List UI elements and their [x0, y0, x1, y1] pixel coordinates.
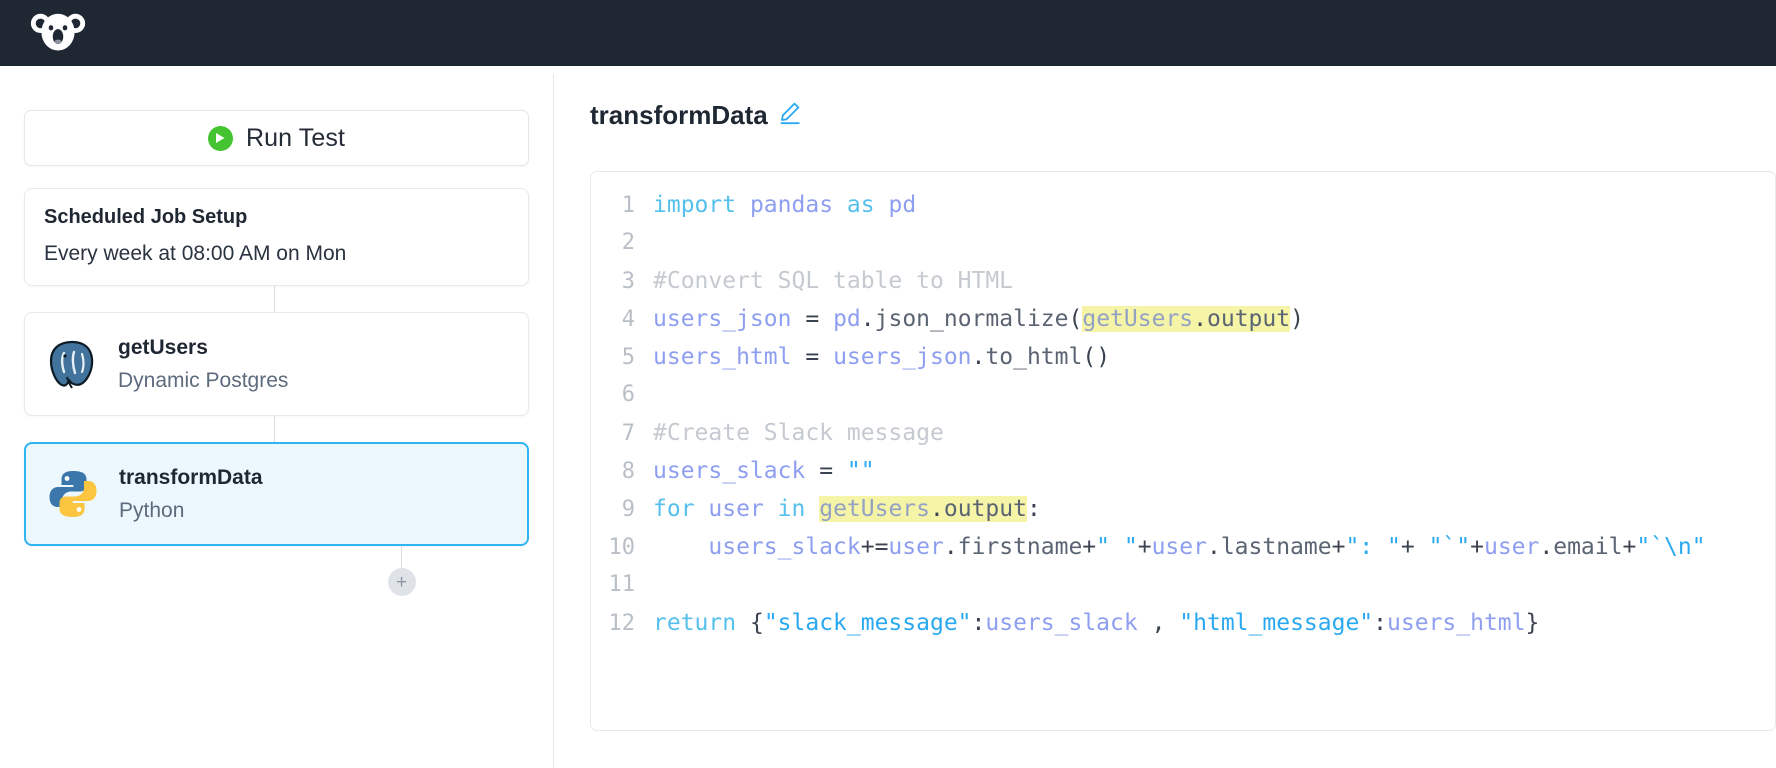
code-line: 11: [591, 572, 1775, 610]
node-type: Python: [119, 498, 185, 522]
line-number: 9: [621, 497, 635, 522]
workflow-node-transformdata[interactable]: transformData Python: [24, 442, 529, 546]
node-name: getUsers: [118, 335, 208, 359]
code-line: 8 users_slack = "": [591, 458, 1775, 496]
code-line: 12 return {"slack_message":users_slack ,…: [591, 610, 1775, 648]
code-line: 4 users_json = pd.json_normalize(getUser…: [591, 306, 1775, 344]
scheduled-job-card[interactable]: Scheduled Job Setup Every week at 08:00 …: [24, 188, 529, 286]
code-content: #Convert SQL table to HTML: [653, 268, 1014, 294]
editor-header: transformData: [590, 100, 1776, 131]
code-line: 6: [591, 382, 1775, 420]
postgres-elephant-icon: [44, 339, 100, 389]
node-type: Dynamic Postgres: [118, 368, 289, 392]
workflow-node-getusers[interactable]: getUsers Dynamic Postgres: [24, 312, 529, 416]
node-connector-line: [274, 416, 275, 442]
add-node-button[interactable]: +: [387, 568, 416, 596]
run-test-button[interactable]: Run Test: [24, 110, 529, 166]
code-editor[interactable]: 1 import pandas as pd 2 3 #Convert SQL t…: [590, 171, 1776, 731]
pencil-edit-icon[interactable]: [779, 102, 801, 130]
line-number: 4: [621, 307, 635, 332]
code-line: 2: [591, 230, 1775, 268]
line-number: 1: [621, 193, 635, 218]
code-content: return {"slack_message":users_slack , "h…: [653, 610, 1540, 636]
node-name: transformData: [119, 465, 263, 489]
code-content: #Create Slack message: [653, 420, 944, 446]
python-icon: [45, 468, 101, 520]
line-number: 10: [608, 535, 636, 560]
code-line: 7 #Create Slack message: [591, 420, 1775, 458]
line-number: 6: [621, 382, 635, 407]
koala-logo-icon[interactable]: [30, 8, 86, 58]
line-number: 12: [608, 611, 636, 636]
play-icon: [207, 125, 233, 151]
code-line: 5 users_html = users_json.to_html(): [591, 344, 1775, 382]
line-number: 7: [621, 421, 635, 446]
code-content: users_json = pd.json_normalize(getUsers.…: [653, 306, 1304, 332]
pane-divider: [553, 74, 554, 768]
line-number: 8: [621, 459, 635, 484]
code-content: users_html = users_json.to_html(): [653, 344, 1111, 370]
node-connector-line: [401, 546, 402, 568]
run-test-label: Run Test: [245, 123, 345, 152]
line-number: 2: [621, 230, 635, 255]
code-line: 9 for user in getUsers.output:: [591, 496, 1775, 534]
add-node-area: +: [274, 546, 529, 596]
code-content: import pandas as pd: [653, 192, 917, 218]
code-editor-pane: transformData 1 import pandas as pd 2 3 …: [554, 66, 1776, 768]
app-header: [0, 0, 1776, 66]
main-layout: Run Test Scheduled Job Setup Every week …: [0, 66, 1776, 768]
code-content: users_slack+=user.firstname+" "+user.las…: [708, 534, 1706, 560]
workflow-sidebar: Run Test Scheduled Job Setup Every week …: [0, 66, 553, 768]
code-line: 3 #Convert SQL table to HTML: [591, 268, 1775, 306]
code-content: for user in getUsers.output:: [653, 496, 1041, 522]
scheduled-job-title: Scheduled Job Setup: [44, 206, 248, 228]
code-line: 1 import pandas as pd: [591, 192, 1775, 230]
line-number: 3: [621, 269, 635, 294]
code-content: users_slack = "": [653, 458, 875, 484]
code-line: 10 users_slack+=user.firstname+" "+user.…: [591, 534, 1775, 572]
line-number: 11: [608, 572, 636, 597]
scheduled-job-subtitle: Every week at 08:00 AM on Mon: [44, 242, 347, 265]
line-number: 5: [621, 345, 635, 370]
node-connector-line: [274, 286, 275, 312]
page-title: transformData: [590, 100, 768, 130]
